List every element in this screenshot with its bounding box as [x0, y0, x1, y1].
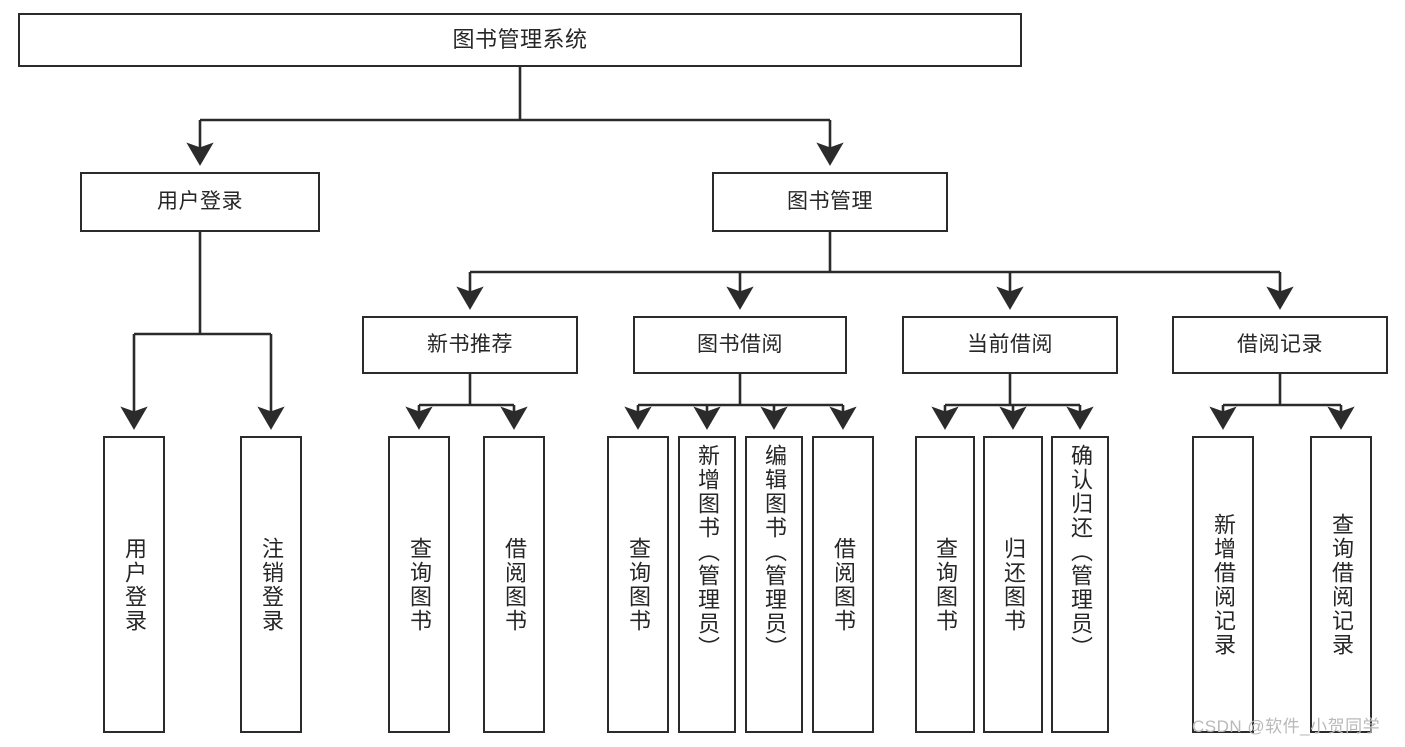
node-new-book-recommend[interactable]: 新书推荐	[362, 316, 578, 374]
node-leaf-confirm-return-admin[interactable]: 确认归还（管理员）	[1051, 436, 1109, 733]
node-leaf-query-book-current-label: 查询图书	[933, 536, 958, 633]
node-new-book-recommend-label: 新书推荐	[427, 332, 513, 356]
node-leaf-query-book-borrow[interactable]: 查询图书	[607, 436, 669, 733]
node-borrow-record-label: 借阅记录	[1237, 332, 1323, 356]
node-leaf-borrow-book-rec[interactable]: 借阅图书	[483, 436, 545, 733]
node-leaf-query-book-rec[interactable]: 查询图书	[388, 436, 450, 733]
node-leaf-query-book-rec-label: 查询图书	[407, 536, 432, 633]
node-leaf-edit-book-admin[interactable]: 编辑图书（管理员）	[745, 436, 803, 733]
node-book-manage-label: 图书管理	[787, 189, 873, 213]
node-book-borrow[interactable]: 图书借阅	[633, 316, 847, 374]
node-user-login[interactable]: 用户登录	[80, 172, 320, 232]
node-leaf-query-book-current[interactable]: 查询图书	[915, 436, 975, 733]
node-leaf-return-book-label: 归还图书	[1001, 536, 1026, 633]
node-leaf-borrow-book[interactable]: 借阅图书	[812, 436, 874, 733]
node-leaf-borrow-book-rec-label: 借阅图书	[502, 536, 527, 633]
node-current-borrow[interactable]: 当前借阅	[902, 316, 1118, 374]
node-leaf-logout-login[interactable]: 注销登录	[240, 436, 302, 733]
node-root-label: 图书管理系统	[452, 27, 588, 53]
node-leaf-add-book-admin[interactable]: 新增图书（管理员）	[678, 436, 736, 733]
node-leaf-query-book-borrow-label: 查询图书	[626, 536, 651, 633]
node-book-manage[interactable]: 图书管理	[712, 172, 948, 232]
node-leaf-logout-login-label: 注销登录	[259, 536, 284, 633]
node-current-borrow-label: 当前借阅	[967, 332, 1053, 356]
node-root[interactable]: 图书管理系统	[18, 13, 1022, 67]
node-leaf-user-login[interactable]: 用户登录	[103, 436, 165, 733]
node-leaf-confirm-return-admin-label: 确认归还（管理员）	[1068, 444, 1093, 660]
node-leaf-query-borrow-record-label: 查询借阅记录	[1329, 512, 1354, 657]
node-leaf-add-book-admin-label: 新增图书（管理员）	[695, 444, 720, 660]
node-borrow-record[interactable]: 借阅记录	[1172, 316, 1388, 374]
node-leaf-query-borrow-record[interactable]: 查询借阅记录	[1310, 436, 1372, 733]
node-leaf-add-borrow-record-label: 新增借阅记录	[1211, 512, 1236, 657]
node-user-login-label: 用户登录	[157, 189, 243, 213]
node-leaf-edit-book-admin-label: 编辑图书（管理员）	[762, 444, 787, 660]
node-leaf-return-book[interactable]: 归还图书	[983, 436, 1043, 733]
csdn-watermark: CSDN @软件_小贺同学	[1192, 717, 1381, 736]
node-book-borrow-label: 图书借阅	[697, 332, 783, 356]
node-leaf-add-borrow-record[interactable]: 新增借阅记录	[1192, 436, 1254, 733]
node-leaf-borrow-book-label: 借阅图书	[831, 536, 856, 633]
node-leaf-user-login-label: 用户登录	[122, 536, 147, 633]
